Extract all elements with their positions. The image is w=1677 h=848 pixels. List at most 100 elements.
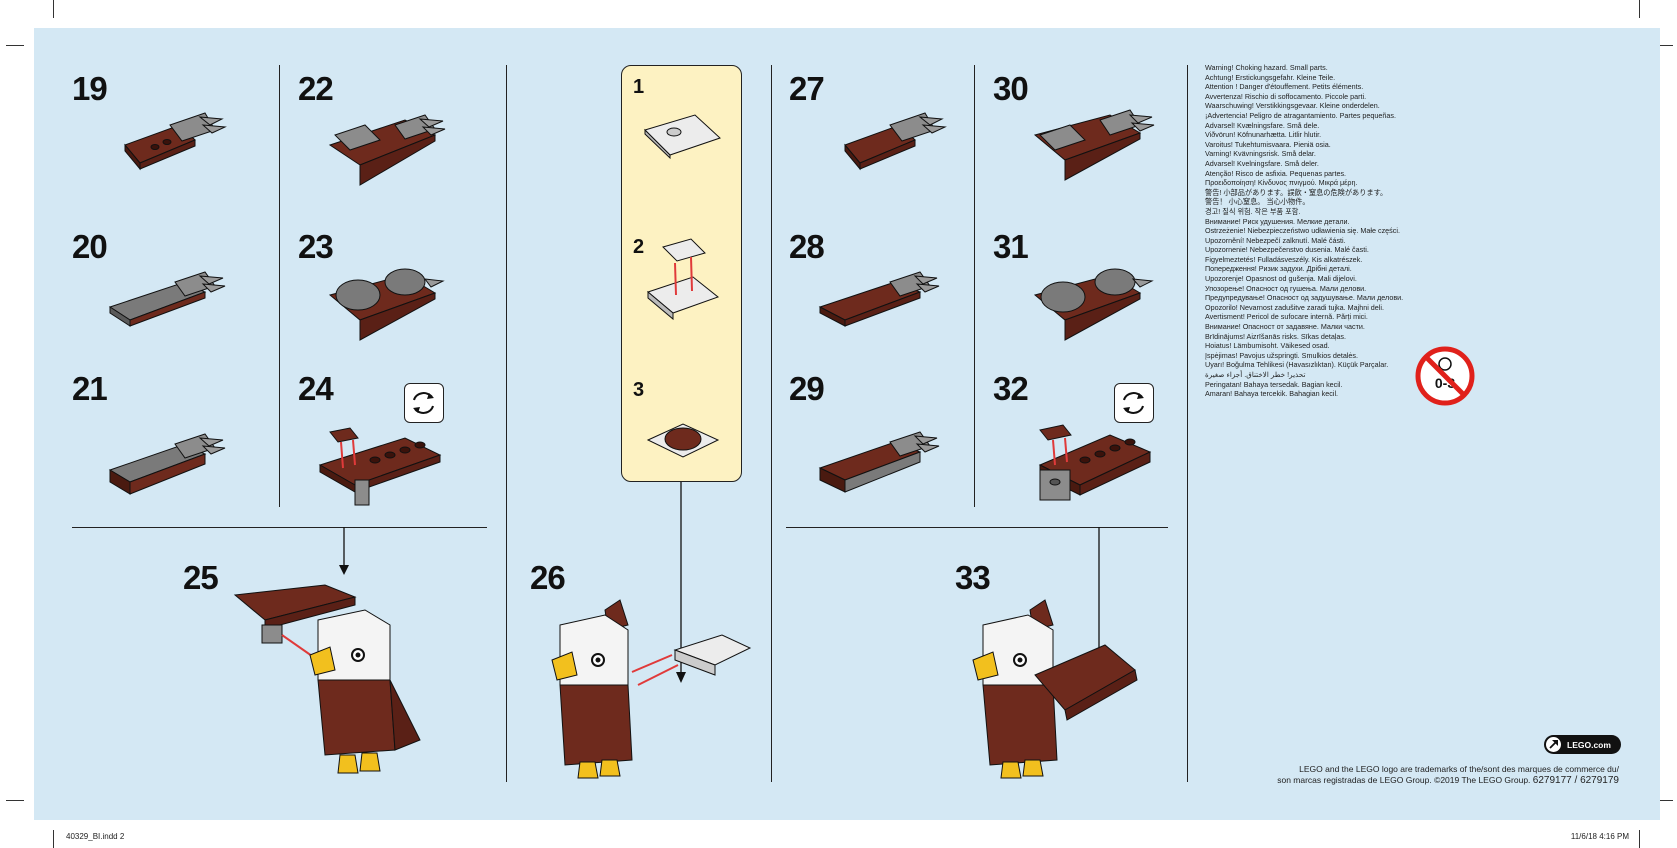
brick-illustration xyxy=(318,427,442,506)
warning-line: Упозорење! Опасност од гушења. Мали дело… xyxy=(1205,283,1367,293)
brick-illustration xyxy=(818,431,940,493)
step-number: 25 xyxy=(183,559,219,596)
divider xyxy=(279,65,280,507)
trademark-line-2: son marcas registradas de LEGO Group. ©2… xyxy=(1277,775,1531,785)
warning-line: Upozorenje! Opasnost od gušenja. Mali di… xyxy=(1205,274,1357,284)
eagle-model xyxy=(233,584,421,774)
step-number: 30 xyxy=(993,70,1029,107)
sub-part xyxy=(646,238,720,321)
warning-line: Viðvörun! Köfnunarhætta. Litlir hlutir. xyxy=(1205,130,1322,140)
step-number: 20 xyxy=(72,228,108,265)
crop-mark xyxy=(53,0,54,18)
rotate-icon xyxy=(404,383,444,423)
brick-illustration xyxy=(328,268,445,341)
warning-line: Внимание! Риск удушения. Мелкие детали. xyxy=(1205,216,1350,226)
step-number: 26 xyxy=(530,559,566,596)
lego-link-label: LEGO.com xyxy=(1567,739,1611,750)
trademark-line-1: LEGO and the LEGO logo are trademarks of… xyxy=(1299,764,1619,774)
warning-line: Atenção! Risco de asfixia. Pequenas part… xyxy=(1205,168,1347,178)
eagle-model xyxy=(551,599,752,779)
crop-mark xyxy=(1639,0,1640,18)
rotate-icon xyxy=(1114,383,1154,423)
sub-part xyxy=(644,114,721,160)
brick-illustration xyxy=(818,271,940,327)
brick-illustration xyxy=(108,271,226,327)
warning-line: Upozornění! Nebezpečí zalknutí. Malé čás… xyxy=(1205,235,1346,245)
warning-line: Amaran! Bahaya tercekik. Bahagian kecil. xyxy=(1205,389,1339,399)
divider xyxy=(974,65,975,507)
substep-number: 3 xyxy=(633,379,645,401)
divider xyxy=(786,527,1168,528)
warning-line: Ostrzeżenie! Niebezpieczeństwo udławieni… xyxy=(1205,226,1400,236)
warning-line: Avvertenza! Rischio di soffocamento. Pic… xyxy=(1205,91,1367,101)
trademark-notice: LEGO and the LEGO logo are trademarks of… xyxy=(1277,764,1619,786)
brick-illustration xyxy=(124,112,227,171)
print-date: 11/6/18 4:16 PM xyxy=(1570,832,1629,841)
eagle-model xyxy=(972,599,1138,779)
step-number: 22 xyxy=(298,70,334,107)
warning-line: ¡Advertencia! Peligro de atragantamiento… xyxy=(1205,110,1396,120)
step-number: 21 xyxy=(72,370,108,407)
divider xyxy=(506,65,507,782)
warning-line: Advarsel! Kvælningsfare. Små dele. xyxy=(1205,120,1320,130)
external-link-icon xyxy=(1546,737,1561,752)
crop-mark xyxy=(6,45,24,46)
divider xyxy=(1187,65,1188,782)
brick-illustration xyxy=(328,114,446,186)
warning-line: Warning! Choking hazard. Small parts. xyxy=(1205,63,1328,72)
warning-line: 警告！ 小心窒息。 当心小物件。 xyxy=(1205,197,1310,207)
warning-line: Varning! Kvävningsrisk. Små delar. xyxy=(1205,149,1316,159)
warning-line: Įspėjimas! Pavojus užspringti. Smulkios … xyxy=(1205,350,1359,360)
crop-mark xyxy=(6,800,24,801)
divider xyxy=(72,527,487,528)
warning-line: Внимание! Опасност от задавяне. Малки ча… xyxy=(1205,322,1365,332)
step-number: 27 xyxy=(789,70,825,107)
warning-line: Hoiatus! Lämbumisoht. Väikesed osad. xyxy=(1205,341,1330,351)
warning-line: Попередження! Ризик задухи. Дрібні детал… xyxy=(1205,264,1352,274)
warning-line: Waarschuwing! Verstikkingsgevaar. Kleine… xyxy=(1205,101,1380,111)
warning-line: Attention ! Danger d'étouffement. Petits… xyxy=(1205,82,1364,92)
step-number: 23 xyxy=(298,228,334,265)
file-name: 40329_BI.indd 2 xyxy=(66,832,125,841)
sub-part xyxy=(646,423,720,458)
warning-line: Peringatan! Bahaya tersedak. Bagian keci… xyxy=(1205,379,1343,389)
step-number: 29 xyxy=(789,370,825,407)
brick-illustration xyxy=(1038,424,1152,501)
assembly-arrow xyxy=(676,482,686,683)
step-number: 24 xyxy=(298,370,334,407)
brick-illustration xyxy=(1033,268,1154,341)
divider xyxy=(771,65,772,782)
brick-illustration xyxy=(844,112,947,171)
warning-line: Opozorilo! Nevarnost zadušitve zaradi tu… xyxy=(1205,302,1384,312)
crop-mark xyxy=(53,830,54,848)
brick-illustration xyxy=(1033,109,1155,181)
substep-number: 2 xyxy=(633,236,645,258)
warning-line: تحذير! خطر الاختناق. أجزاء صغيرة xyxy=(1205,370,1306,379)
warning-line: Figyelmeztetés! Fulladásveszély. Kis alk… xyxy=(1205,254,1363,264)
crop-mark xyxy=(1639,830,1640,848)
lego-website-link[interactable]: LEGO.com xyxy=(1544,735,1621,754)
step-number: 31 xyxy=(993,228,1029,265)
warning-line: Advarsel! Kvelningsfare. Små deler. xyxy=(1205,158,1319,168)
warning-line: Uyarı! Boğulma Tehlikesi (Havasızlıktan)… xyxy=(1205,360,1389,370)
warning-line: Brīdinājums! Aizrīšanās risks. Sīkas det… xyxy=(1205,331,1347,341)
warning-line: 경고! 질식 위험. 작은 부품 포함. xyxy=(1205,206,1301,216)
choking-hazard-warnings: Warning! Choking hazard. Small parts.Ach… xyxy=(1205,63,1505,399)
substep-number: 1 xyxy=(633,76,645,98)
warning-line: Avertisment! Pericol de sufocare internă… xyxy=(1205,312,1368,322)
step-number: 19 xyxy=(72,70,108,107)
warning-line: Предупредување! Опасност од задушување. … xyxy=(1205,293,1404,303)
crop-mark xyxy=(1655,800,1673,801)
assembly-arrow xyxy=(339,527,349,575)
step-number: 33 xyxy=(955,559,991,596)
product-codes: 6279177 / 6279179 xyxy=(1532,775,1619,786)
warning-line: Varoitus! Tukehtumisvaara. Pieniä osia. xyxy=(1205,139,1331,149)
warning-line: 警告! 小部品があります。誤飲・窒息の危険があります。 xyxy=(1205,187,1388,197)
age-restriction-icon: 0-3 xyxy=(1415,346,1475,406)
instruction-sheet xyxy=(34,28,1660,820)
step-number: 28 xyxy=(789,228,825,265)
crop-mark xyxy=(1655,45,1673,46)
brick-illustration xyxy=(108,433,226,495)
warning-line: Achtung! Erstickungsgefahr. Kleine Teile… xyxy=(1205,72,1336,82)
warning-line: Προειδοποίηση! Κίνδυνος πνιγμού. Μικρά μ… xyxy=(1205,178,1358,188)
